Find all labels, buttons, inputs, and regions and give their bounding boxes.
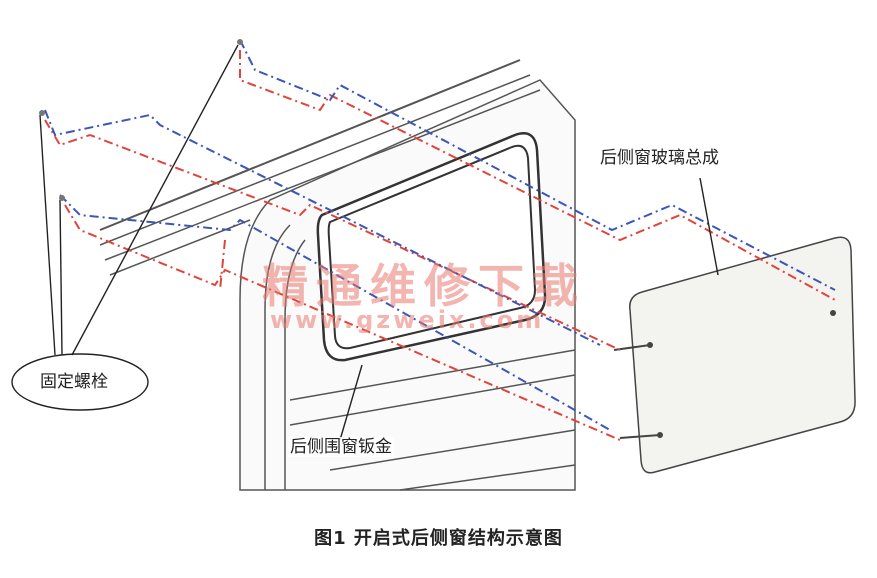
assembly-lines-blue [44, 39, 836, 431]
watermark-text: 精通维修下载 [262, 259, 586, 313]
side-window-panel-label: 后侧围窗钣金 [288, 437, 394, 457]
fixing-bolt-label: 固定螺栓 [40, 372, 108, 392]
leader-lines [39, 44, 719, 441]
figure-caption: 图1 开启式后侧窗结构示意图 [314, 528, 563, 549]
assembly-lines-red [44, 50, 836, 441]
fixing-bolt-markers [39, 39, 243, 201]
rear-side-glass [613, 236, 856, 474]
fixing-bolt-callout [11, 353, 149, 411]
watermark-url: www.gzweix.com [270, 306, 545, 334]
window-opening-frame [316, 132, 547, 362]
glass-assembly-label: 后侧窗玻璃总成 [598, 148, 721, 168]
